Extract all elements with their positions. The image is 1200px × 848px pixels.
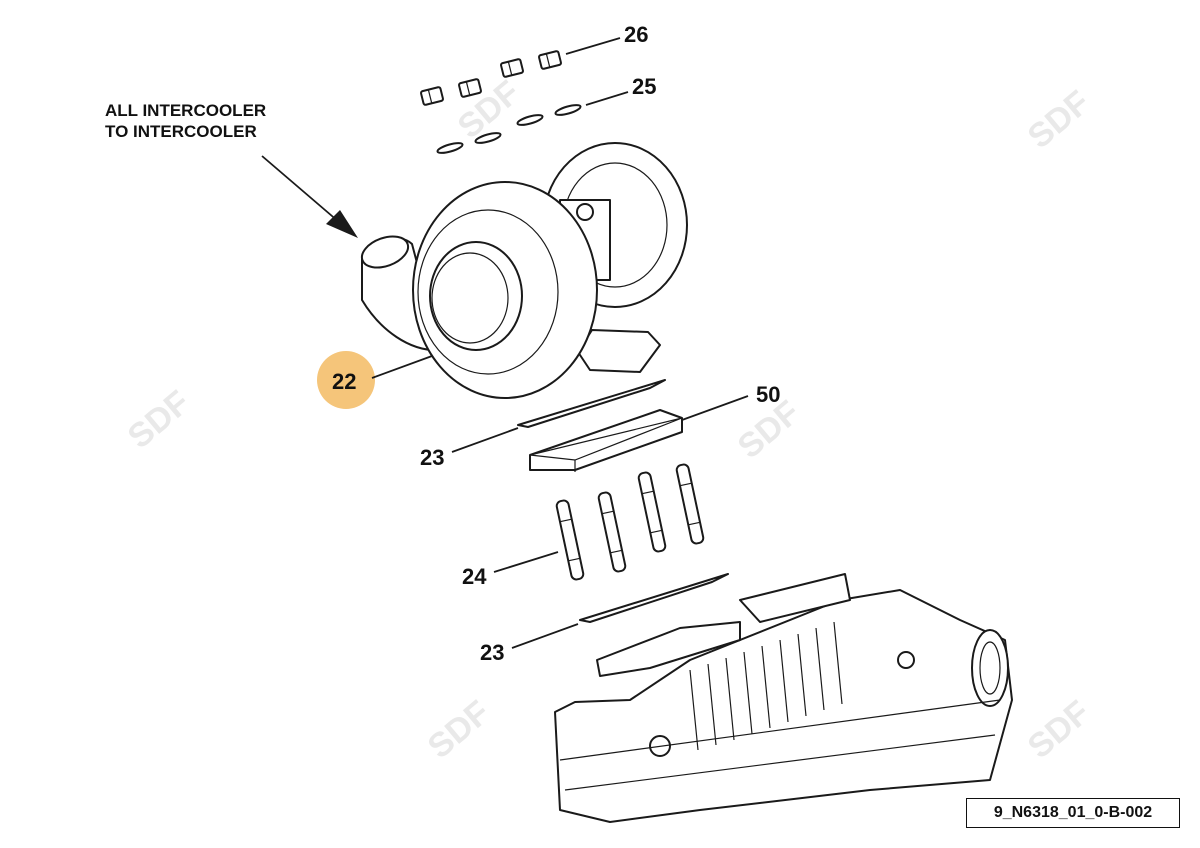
watermark: SDF: [121, 383, 198, 456]
gasket-23-upper[interactable]: [517, 379, 666, 428]
reference-code: 9_N6318_01_0-B-002: [966, 798, 1180, 828]
exhaust-manifold[interactable]: [554, 573, 1013, 823]
nuts-26[interactable]: [420, 50, 562, 106]
highlight-circle[interactable]: [317, 351, 375, 409]
watermark: SDF: [1021, 83, 1098, 156]
adapter-block-50[interactable]: [529, 409, 683, 472]
gasket-23-lower[interactable]: [579, 573, 729, 623]
turbocharger-22[interactable]: [358, 142, 688, 399]
washers-25[interactable]: [436, 103, 582, 155]
callout-25: 25: [632, 74, 656, 99]
arrow-head-icon: [326, 210, 358, 238]
callout-23-upper: 23: [420, 445, 444, 470]
callout-50: 50: [756, 382, 780, 407]
note-line-2: TO INTERCOOLER: [105, 122, 257, 141]
note-line-1: ALL INTERCOOLER: [105, 101, 266, 120]
watermark: SDF: [1021, 693, 1098, 766]
callout-22: 22: [332, 369, 356, 394]
watermark: SDF: [421, 693, 498, 766]
callout-26: 26: [624, 22, 648, 47]
callout-24: 24: [462, 564, 487, 589]
manifold-fins: [689, 621, 843, 751]
callout-23-lower: 23: [480, 640, 504, 665]
studs-24[interactable]: [555, 463, 705, 581]
